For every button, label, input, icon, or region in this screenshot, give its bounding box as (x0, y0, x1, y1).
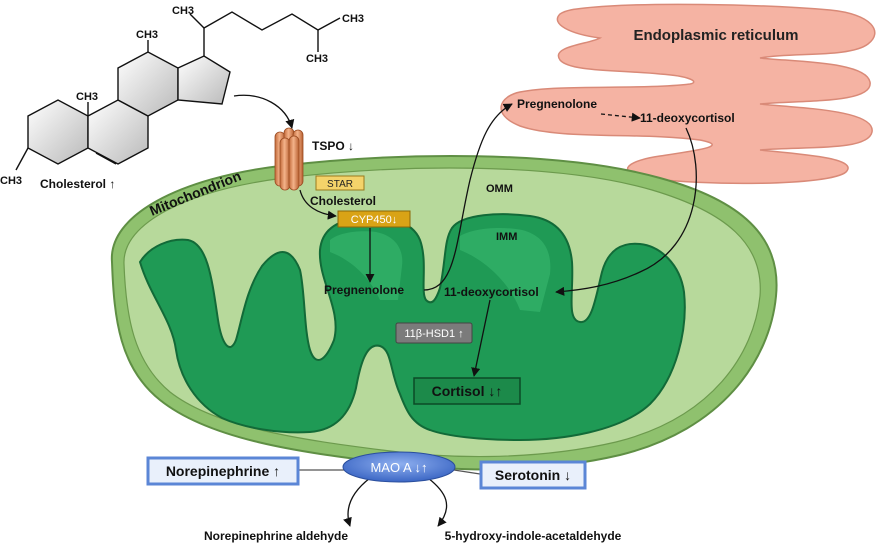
mao-label: MAO A ↓↑ (370, 460, 427, 475)
mito-pregnenolone: Pregnenolone (324, 283, 404, 297)
ch3-chain3: CH3 (306, 53, 328, 65)
mao-section: MAO A ↓↑ Norepinephrine ↑ Serotonin ↓ No… (146, 451, 622, 543)
cortisol-label: Cortisol ↓↑ (432, 383, 503, 399)
tspo-label: TSPO ↓ (312, 139, 354, 153)
cortisol-box (413, 377, 521, 405)
ser-label: Serotonin ↓ (495, 467, 571, 483)
arrow-er-deoxycortisol (555, 127, 697, 296)
ne-label: Norepinephrine ↑ (166, 463, 280, 479)
arrow-deoxy-cortisol (471, 299, 491, 377)
ch3-chain1: CH3 (172, 5, 194, 17)
omm-label: OMM (486, 183, 513, 195)
cholesterol-label: Cholesterol ↑ (40, 177, 115, 191)
mitochondrion: Mitochondrion OMM IMM STAR Cholesterol C… (110, 155, 778, 471)
mito-cholesterol: Cholesterol (310, 194, 376, 208)
inner-membrane-shade2 (460, 228, 551, 312)
er-shape (500, 3, 876, 185)
cyp450-box (337, 210, 411, 228)
arrow-pregnenolone-er (423, 103, 513, 291)
endoplasmic-reticulum: Endoplasmic reticulum Pregnenolone 11-de… (500, 3, 876, 185)
imm-label: IMM (496, 231, 517, 243)
inner-membrane-shade (330, 231, 403, 300)
cyp450-label: CYP450↓ (351, 214, 397, 226)
ch3-ring: CH3 (76, 91, 98, 103)
star-label: STAR (327, 179, 353, 190)
er-title: Endoplasmic reticulum (633, 27, 798, 44)
arrow-cholesterol-tspo (233, 94, 295, 129)
ch3-top: CH3 (136, 29, 158, 41)
ch3-chain2: CH3 (342, 13, 364, 25)
arrow-mao-ser (427, 477, 448, 527)
ser-box (479, 460, 587, 490)
pathway-arrows (233, 94, 697, 527)
mito-deoxycortisol: 11-deoxycortisol (444, 285, 539, 299)
ser-product: 5-hydroxy-indole-acetaldehyde (445, 529, 622, 543)
mao-ellipse (342, 451, 456, 483)
star-box (315, 175, 365, 191)
ne-box (146, 456, 300, 486)
tspo-channel: TSPO ↓ (274, 127, 354, 191)
er-pregnenolone: Pregnenolone (517, 97, 597, 111)
arrow-mao-ne (343, 477, 371, 527)
hsd-box (395, 322, 473, 344)
ch3-side: CH3 (0, 175, 22, 187)
ne-product: Norepinephrine aldehyde (204, 529, 348, 543)
hsd-label: 11β-HSD1 ↑ (404, 328, 463, 340)
cholesterol-structure (15, 11, 341, 171)
arrow-tspo-cyp (299, 189, 337, 220)
er-deoxycortisol: 11-deoxycortisol (640, 111, 735, 125)
